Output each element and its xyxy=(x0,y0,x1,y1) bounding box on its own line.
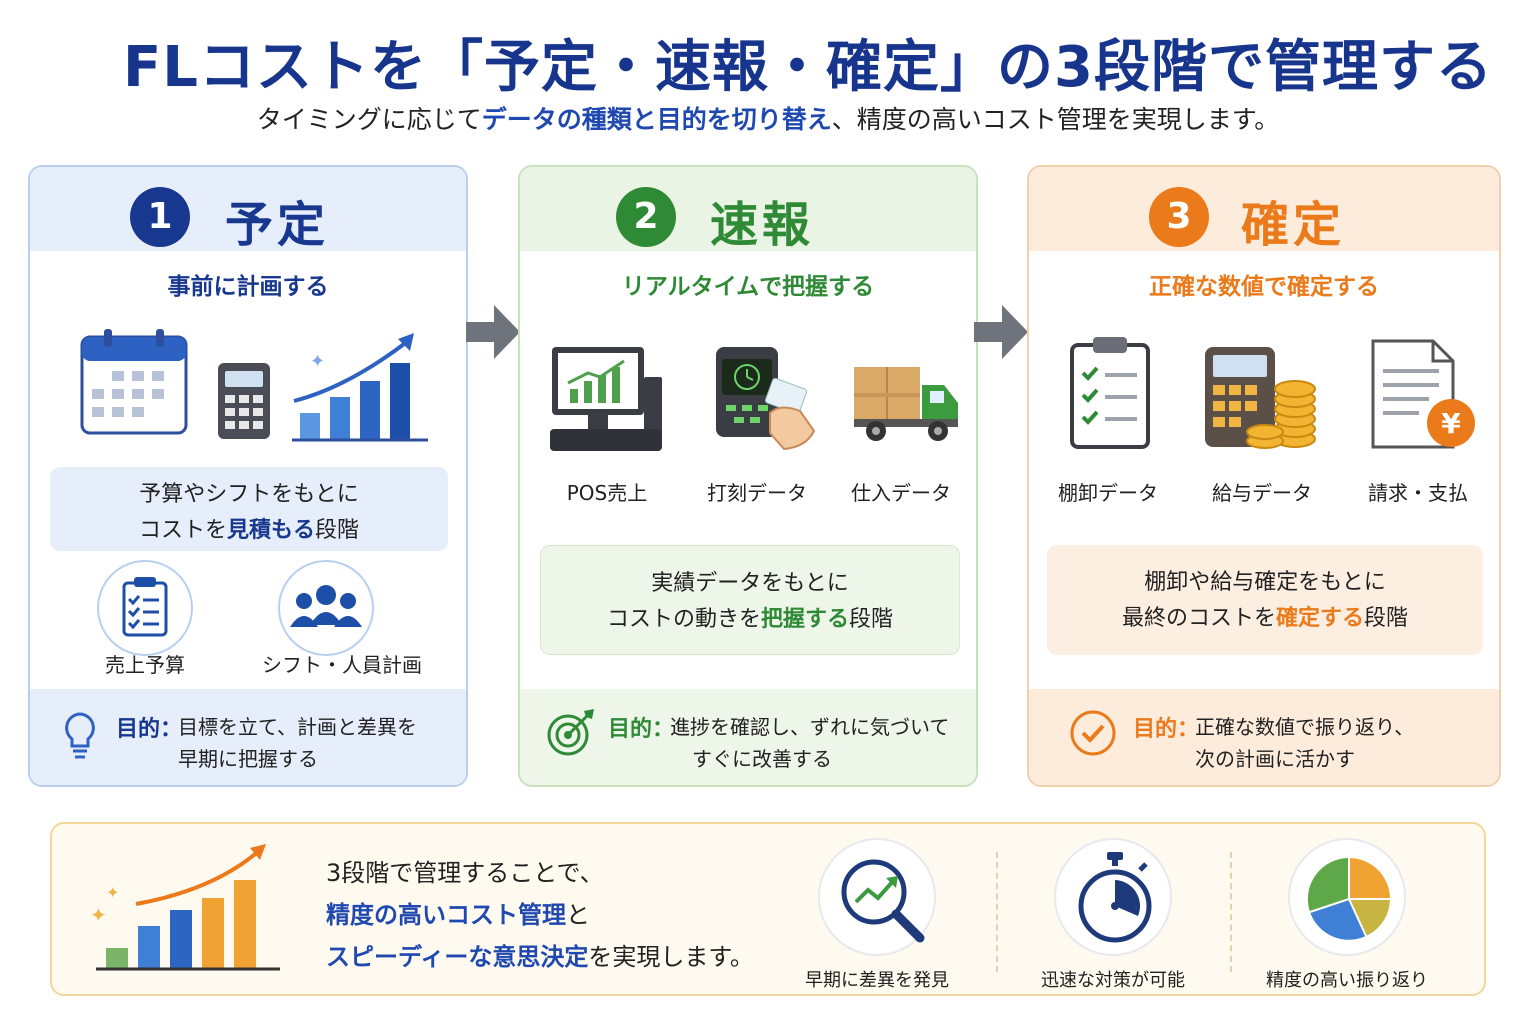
stage-number-badge: 1 xyxy=(130,187,190,247)
calendar-icon xyxy=(80,329,188,435)
subtitle-highlight: データの種類と目的を切り替え xyxy=(481,105,832,134)
stage-header: 1 予定 xyxy=(30,167,466,253)
svg-text:✦: ✦ xyxy=(90,903,107,927)
stage-header: 2 速報 xyxy=(520,167,976,253)
stage-card-plan: 1 予定 事前に計画する ✦ 予算やシフトをもとに コスト xyxy=(28,165,468,787)
magnifier-trend-icon xyxy=(841,859,925,943)
stage-number-badge: 3 xyxy=(1149,187,1209,247)
feature-quick-action: 迅速な対策が可能 xyxy=(998,838,1228,992)
stopwatch-icon xyxy=(1078,852,1152,943)
clipboard-icon xyxy=(97,560,193,656)
feature-label: 精度の高い振り返り xyxy=(1266,970,1428,991)
sub-item-label: シフト・人員計画 xyxy=(262,653,422,677)
sub-item-label: 売上予算 xyxy=(105,653,185,677)
stage-description: 予算やシフトをもとに コストを見積もる段階 xyxy=(50,467,448,551)
divider xyxy=(996,852,998,972)
stage-name: 確定 xyxy=(1241,197,1346,253)
stage-header: 3 確定 xyxy=(1029,167,1499,253)
purpose-key: 目的： xyxy=(608,717,675,742)
growth-chart-icon: ✦ xyxy=(292,333,428,442)
arrow-right-icon xyxy=(974,305,1028,359)
divider xyxy=(1230,852,1232,972)
page-subtitle: タイミングに応じてデータの種類と目的を切り替え、精度の高いコスト管理を実現します… xyxy=(256,105,1280,134)
feature-label: 早期に差異を発見 xyxy=(805,970,949,991)
stage-name: 予定 xyxy=(225,197,330,253)
feature-early-detection: 早期に差異を発見 xyxy=(762,838,992,992)
stage-description: 棚卸や給与確定をもとに 最終のコストを確定する段階 xyxy=(1047,545,1483,655)
item-label: 請求・支払 xyxy=(1368,481,1468,505)
svg-text:✦: ✦ xyxy=(106,883,119,902)
svg-text:¥: ¥ xyxy=(1441,407,1461,440)
checklist-icon xyxy=(1070,337,1150,449)
invoice-yen-icon: ¥ xyxy=(1371,339,1475,449)
pie-chart-icon xyxy=(1307,857,1390,940)
item-label: POS売上 xyxy=(566,481,648,505)
time-clock-icon xyxy=(716,347,816,451)
item-label: 打刻データ xyxy=(707,481,807,505)
page-title: FLコストを「予定・速報・確定」の3段階で管理する xyxy=(123,35,1493,100)
purpose-key: 目的： xyxy=(116,717,183,742)
stage-purpose: 目的： 進捗を確認し、ずれに気づいて すぐに改善する xyxy=(520,689,976,785)
rising-bars-icon: ✦ ✦ xyxy=(90,844,280,971)
summary-message: 3段階で管理することで、 精度の高いコスト管理と スピーディーな意思決定を実現し… xyxy=(326,859,754,971)
purpose-text: 進捗を確認し、ずれに気づいて すぐに改善する xyxy=(670,715,950,771)
purpose-text: 目標を立て、計画と差異を 早期に把握する xyxy=(178,715,417,771)
stage-purpose: 目的： 正確な数値で振り返り、 次の計画に活かす xyxy=(1029,689,1499,785)
stage-tagline: 事前に計画する xyxy=(167,274,329,300)
purpose-text: 正確な数値で振り返り、 次の計画に活かす xyxy=(1195,715,1415,771)
calculator-coins-icon xyxy=(1205,347,1316,449)
delivery-truck-icon xyxy=(854,367,958,441)
lightbulb-icon xyxy=(65,712,95,759)
target-icon xyxy=(547,709,594,756)
stage-name: 速報 xyxy=(710,197,815,253)
calculator-icon xyxy=(218,363,270,439)
svg-text:✦: ✦ xyxy=(310,351,325,372)
stage-purpose: 目的： 目標を立て、計画と差異を 早期に把握する xyxy=(30,689,466,785)
people-icon xyxy=(278,560,374,656)
stage-tagline: リアルタイムで把握する xyxy=(621,274,875,300)
stage-description: 実績データをもとに コストの動きを把握する段階 xyxy=(540,545,960,655)
feature-label: 迅速な対策が可能 xyxy=(1041,970,1185,991)
item-label: 仕入データ xyxy=(851,481,951,505)
arrow-right-icon xyxy=(466,305,520,359)
check-circle-icon xyxy=(1070,710,1116,756)
stage-card-final: 3 確定 正確な数値で確定する 棚卸データ 給与データ ¥ 請求・支払 xyxy=(1027,165,1501,787)
purpose-key: 目的： xyxy=(1133,717,1200,742)
stage-tagline: 正確な数値で確定する xyxy=(1149,274,1379,300)
item-label: 棚卸データ xyxy=(1058,481,1158,505)
pos-terminal-icon xyxy=(550,347,662,451)
item-label: 給与データ xyxy=(1212,481,1312,505)
stage-card-flash: 2 速報 リアルタイムで把握する POS売上 打刻データ 仕入データ 実績データ… xyxy=(518,165,978,787)
summary-panel: ✦ ✦ 3段階で管理することで、 精度の高いコスト管理と スピーディーな意思決定… xyxy=(50,822,1486,996)
stage-number-badge: 2 xyxy=(616,187,676,247)
feature-accurate-review: 精度の高い振り返り xyxy=(1232,838,1462,992)
